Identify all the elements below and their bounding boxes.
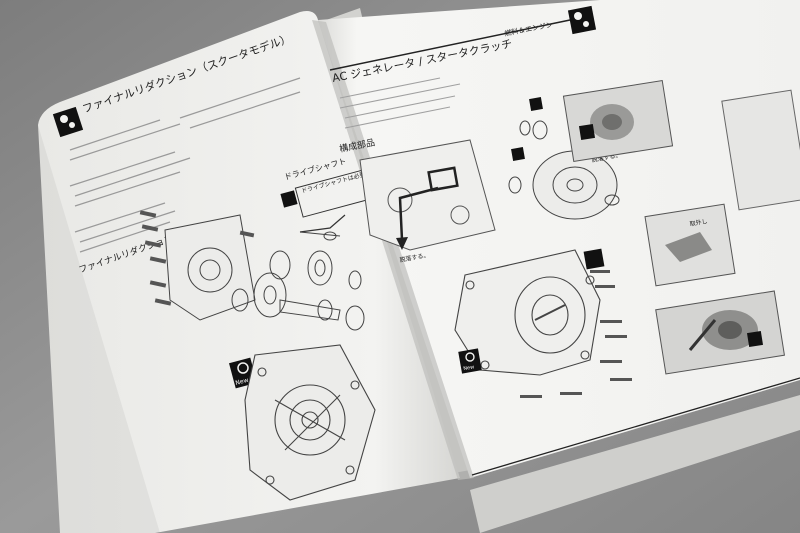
- bolt-icon: [511, 147, 525, 161]
- note-turn: 取外し: [689, 217, 708, 228]
- bolt-icon: [529, 97, 543, 111]
- left-new-badge-label: New: [235, 377, 250, 387]
- page-shading: [38, 125, 160, 533]
- header-icon: [567, 5, 597, 35]
- right-new-badge-label: New: [463, 364, 475, 372]
- right-page-stack: [470, 395, 800, 533]
- callout-icon: [280, 190, 298, 208]
- gutter-shadow: [312, 20, 474, 480]
- pointer-arrow: [398, 186, 439, 241]
- photo-insets: 取外し: [562, 80, 800, 375]
- new-badge-icon: [583, 248, 605, 270]
- section-icon: [52, 106, 84, 138]
